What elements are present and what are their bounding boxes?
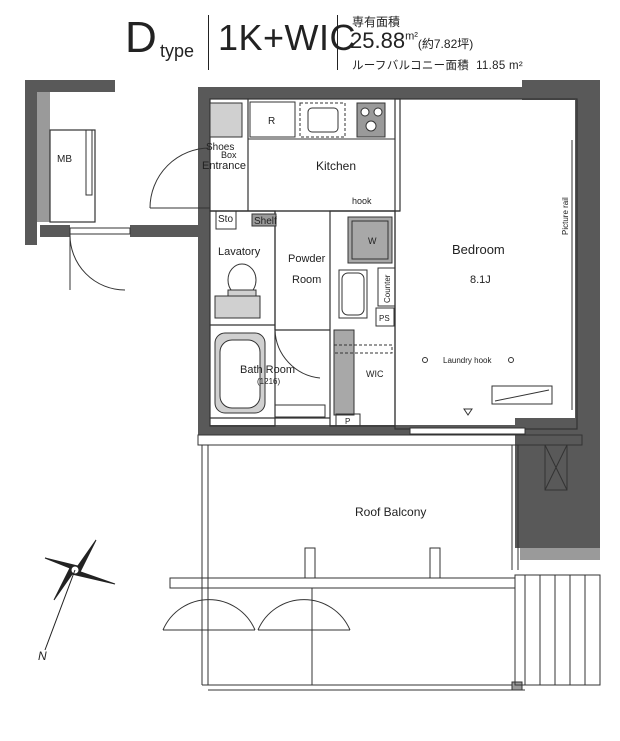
- p-box: [335, 413, 361, 427]
- bath-size-label: (1216): [257, 377, 280, 386]
- entrance-door: [69, 147, 211, 291]
- box-label: Box: [221, 150, 237, 160]
- p-label: P: [345, 417, 350, 426]
- shelf-label: Shelf: [254, 216, 277, 227]
- counter-box: [377, 267, 396, 307]
- wic-shelf: [333, 329, 355, 416]
- kitchen-fixtures: [209, 101, 395, 230]
- wic-rail: [333, 344, 393, 354]
- bedroom-label: Bedroom: [452, 242, 505, 257]
- area-tsubo: (約7.82坪): [417, 37, 474, 51]
- storage-label: Sto: [218, 214, 233, 225]
- washer-inner: [351, 220, 389, 260]
- ps-label: PS: [379, 314, 390, 323]
- sensor-marker: [463, 408, 473, 416]
- walls: [25, 80, 600, 548]
- balcony-label: ルーフバルコニー面積: [352, 60, 470, 72]
- washer-label: W: [368, 236, 377, 246]
- hook-label: hook: [352, 196, 372, 206]
- laundry-hook-right: [508, 357, 514, 363]
- aircon-diagonal: [494, 389, 550, 402]
- powder-fixtures: [274, 269, 368, 379]
- bedroom-size: 8.1J: [470, 274, 491, 286]
- area-value-line: 25.88m²(約7.82坪): [350, 30, 473, 52]
- mb-wall: [37, 92, 50, 222]
- washer-fixture: [347, 216, 393, 264]
- stairs: [514, 574, 601, 686]
- powder-label: Powder: [288, 253, 326, 265]
- laundry-hook-left: [422, 357, 428, 363]
- type-letter: D: [125, 13, 157, 62]
- entrance-label: Entrance: [202, 160, 246, 172]
- area-label: 専有面積: [352, 15, 401, 29]
- aircon-unit: [491, 385, 553, 405]
- roof-balcony-label: Roof Balcony: [355, 505, 426, 519]
- bath-fixtures: [214, 332, 326, 418]
- refrigerator-label: R: [268, 116, 275, 127]
- compass-icon: [44, 539, 116, 651]
- lavatory-label: Lavatory: [218, 246, 261, 258]
- room-label: Room: [292, 274, 321, 286]
- lavatory-fixtures: [214, 263, 261, 319]
- ps-box: [375, 307, 395, 327]
- header-divider: [208, 15, 209, 70]
- balcony-area: 11.85 m²: [476, 60, 524, 72]
- picture-rail-label: Picture rail: [561, 197, 570, 235]
- bedroom-window: [409, 427, 526, 435]
- mb-box: [49, 129, 96, 223]
- area-unit: m²: [405, 30, 418, 43]
- kitchen-label: Kitchen: [316, 159, 356, 173]
- counter-label: Counter: [383, 274, 392, 303]
- wic-label: WIC: [366, 369, 384, 379]
- area-value: 25.88: [350, 28, 406, 53]
- mb-door: [85, 129, 93, 196]
- header-divider: [337, 15, 338, 70]
- mb-label: MB: [57, 154, 72, 165]
- balcony-ledge: [520, 548, 600, 560]
- layout-name: 1K+WIC: [218, 17, 357, 58]
- north-label: N: [38, 649, 47, 663]
- laundry-hook-label: Laundry hook: [443, 356, 492, 365]
- balcony-area-line: ルーフバルコニー面積 11.85 m²: [352, 57, 523, 73]
- type-word: type: [160, 41, 195, 61]
- shoes-label: Shoes: [206, 142, 234, 153]
- bathroom-label: Bath Room: [240, 364, 295, 376]
